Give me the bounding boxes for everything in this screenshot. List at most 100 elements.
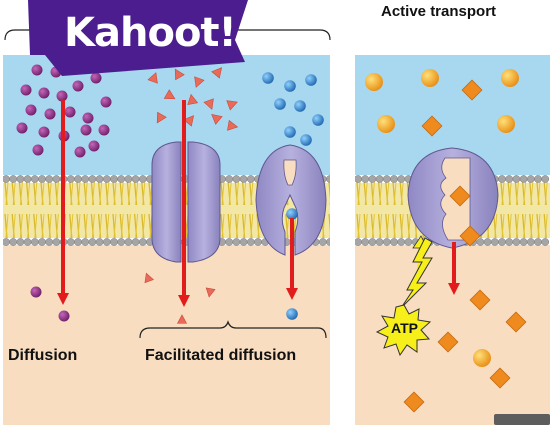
corner-tab xyxy=(494,414,550,425)
lipid-head xyxy=(225,175,234,183)
blue-molecule xyxy=(262,72,274,84)
lipid-head xyxy=(498,175,506,183)
blue-molecule xyxy=(286,308,298,320)
lipid-tail xyxy=(400,213,404,239)
lipid-tail xyxy=(27,181,31,206)
lipid-head xyxy=(95,175,104,183)
lipid-head xyxy=(45,175,54,183)
lipid-head xyxy=(505,238,514,246)
atp-burst-icon xyxy=(375,304,432,357)
red-triangle xyxy=(205,287,216,298)
orange-ball xyxy=(497,115,515,133)
lipid-tail xyxy=(41,213,45,239)
red-triangle xyxy=(194,76,205,88)
orange-ball xyxy=(377,115,395,133)
blue-molecule xyxy=(286,208,298,220)
lipid-tail xyxy=(508,213,512,239)
lipid-tail xyxy=(135,181,139,206)
lipid-head xyxy=(326,238,330,246)
lipid-head xyxy=(102,238,111,246)
lipid-tail xyxy=(364,213,368,239)
lipid-head xyxy=(239,238,248,246)
lipid-tail xyxy=(328,213,330,234)
lipid-tail xyxy=(523,181,527,206)
lipid-head xyxy=(505,175,514,183)
lipid-tail xyxy=(523,213,527,239)
blue-molecule xyxy=(305,74,317,86)
lipid-tail xyxy=(34,213,38,239)
lipid-tail xyxy=(530,181,534,206)
blue-molecule xyxy=(294,100,306,112)
lipid-tail xyxy=(501,213,505,239)
purple-molecule xyxy=(16,122,28,134)
intracellular-region xyxy=(3,245,330,425)
lipid-head xyxy=(375,175,384,183)
red-triangle xyxy=(174,68,185,81)
orange-diamond xyxy=(489,367,511,389)
purple-molecule xyxy=(56,90,68,102)
lipid-head xyxy=(375,238,384,246)
lipid-tail xyxy=(77,213,81,239)
lipid-tail xyxy=(70,213,74,239)
lipid-tail xyxy=(501,181,505,206)
orange-ball xyxy=(473,349,491,367)
lipid-head xyxy=(74,238,82,246)
lipid-head xyxy=(483,238,492,246)
lipid-tail xyxy=(99,181,103,206)
orange-diamond xyxy=(449,185,471,207)
red-triangle xyxy=(144,272,154,284)
lipid-head xyxy=(326,175,330,183)
lipid-tail xyxy=(41,181,45,206)
purple-molecule xyxy=(25,104,37,116)
lipid-head xyxy=(52,238,61,246)
atp-label: ATP xyxy=(391,320,418,336)
lipid-head xyxy=(3,238,10,246)
purple-molecule xyxy=(80,124,92,136)
lipid-tail xyxy=(371,181,375,206)
red-triangle xyxy=(203,98,214,110)
red-triangle xyxy=(183,115,195,127)
lipid-head xyxy=(38,238,46,246)
lipid-head xyxy=(95,238,104,246)
lipid-tail xyxy=(113,213,117,239)
lipid-tail xyxy=(364,181,368,206)
lipid-tail xyxy=(120,213,124,239)
lipid-head xyxy=(110,238,118,246)
lipid-tail xyxy=(357,181,361,206)
lipid-head xyxy=(45,238,54,246)
lipid-tail xyxy=(537,213,541,239)
red-triangle xyxy=(156,111,167,124)
purple-molecule xyxy=(32,144,44,156)
lipid-head xyxy=(355,175,362,183)
lipid-head xyxy=(318,238,327,246)
lightning-bolt-icon xyxy=(400,237,433,309)
lipid-tail xyxy=(113,181,117,206)
orange-diamond xyxy=(461,79,483,101)
lipid-tail xyxy=(5,213,9,239)
purple-molecule xyxy=(38,87,50,99)
lipid-head xyxy=(232,238,241,246)
lipid-tail xyxy=(34,181,38,206)
lipid-tail xyxy=(508,181,512,206)
lipid-tail xyxy=(379,213,383,239)
lipid-tail xyxy=(84,181,88,206)
lipid-tail xyxy=(135,213,139,239)
lipid-tail xyxy=(537,181,541,206)
purple-molecule xyxy=(38,126,50,138)
orange-diamond xyxy=(403,391,425,413)
lipid-tail xyxy=(379,181,383,206)
lipid-head xyxy=(30,175,39,183)
lipid-head xyxy=(246,238,255,246)
lipid-head xyxy=(225,238,234,246)
blue-molecule xyxy=(284,80,296,92)
lipid-tail xyxy=(91,181,95,206)
lipid-tail xyxy=(70,181,74,206)
orange-diamond xyxy=(421,115,443,137)
orange-diamond xyxy=(505,311,527,333)
lipid-tail xyxy=(12,181,16,206)
lipid-head xyxy=(232,175,241,183)
lipid-head xyxy=(519,175,528,183)
lipid-tail xyxy=(235,213,239,239)
orange-ball xyxy=(365,73,383,91)
lipid-head xyxy=(512,238,521,246)
